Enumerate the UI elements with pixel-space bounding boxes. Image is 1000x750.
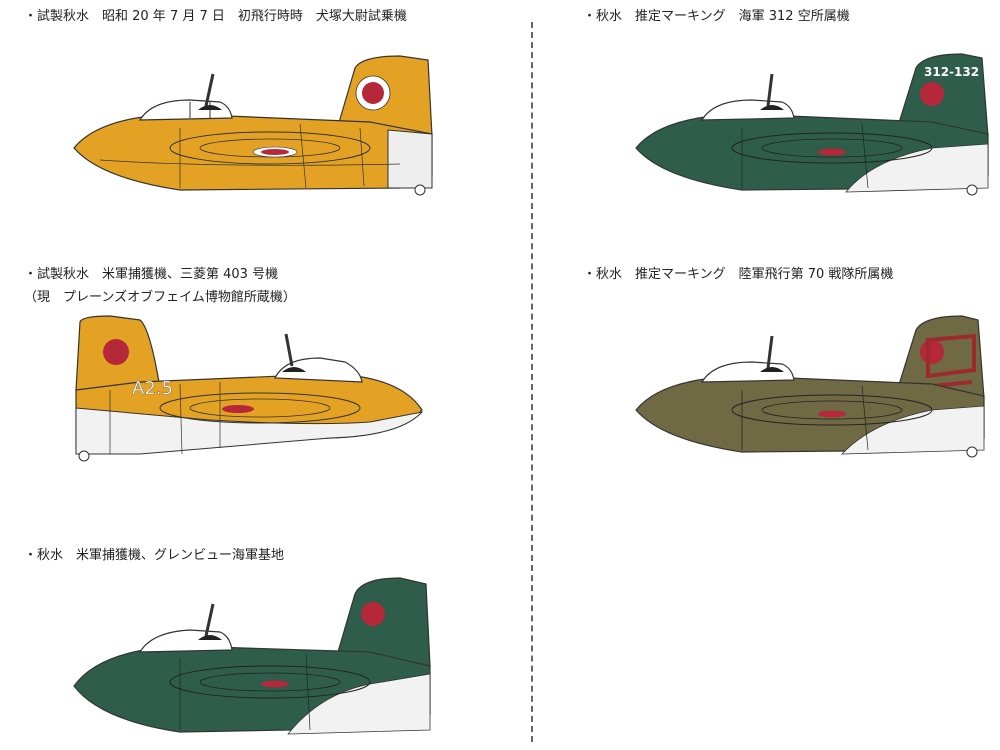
- hinomaru-tail-icon: [103, 339, 129, 365]
- caption-p2-line1: ・試製秋水 米軍捕獲機、三菱第 403 号機: [24, 267, 279, 282]
- tail-code-label: 312-132: [924, 65, 979, 79]
- caption-p5: ・秋水 推定マーキング 陸軍飛行第 70 戦隊所属機: [583, 267, 894, 282]
- aircraft-illustration-p1: [70, 48, 440, 198]
- aircraft-illustration-p4: 312-132: [632, 48, 1000, 198]
- caption-p1: ・試製秋水 昭和 20 年 7 月 7 日 初飛行時時 犬塚大尉試乗機: [24, 9, 407, 24]
- hinomaru-tail-icon: [920, 340, 944, 364]
- center-divider: [531, 22, 533, 742]
- caption-p3: ・秋水 米軍捕獲機、グレンビュー海軍基地: [24, 548, 285, 563]
- tail-code-label: A2.5: [132, 378, 173, 399]
- hinomaru-tail-icon: [361, 602, 385, 626]
- hinomaru-tail-icon: [920, 82, 944, 106]
- caption-p4: ・秋水 推定マーキング 海軍 312 空所属機: [583, 9, 850, 24]
- aircraft-illustration-p3: [70, 574, 440, 744]
- aircraft-illustration-p2: A2.5: [70, 308, 440, 468]
- caption-p2-line2: （現 プレーンズオブフェイム博物館所蔵機）: [24, 290, 296, 305]
- aircraft-illustration-p5: [632, 310, 1000, 470]
